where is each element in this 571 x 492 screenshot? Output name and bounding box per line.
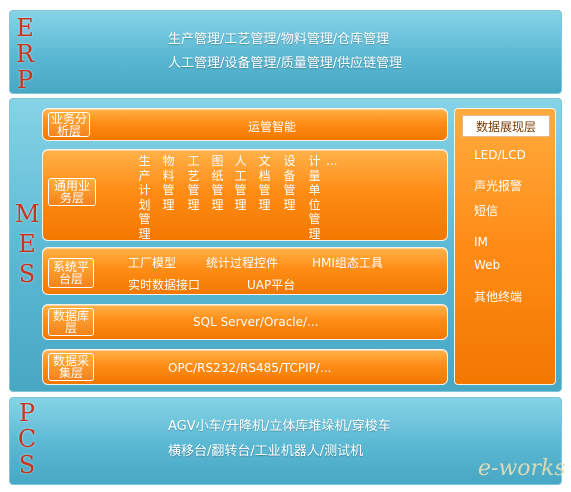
collect-text: OPC/RS232/RS485/TCPIP/... xyxy=(168,361,332,375)
layer-system-platform: 系统平台层 工厂模型 统计过程控件 HMI组态工具 实时数据接口 UAP平台 xyxy=(42,247,448,295)
common-col-2: 物料管理 xyxy=(162,154,175,212)
database-text: SQL Server/Oracle/... xyxy=(193,315,319,329)
display-item-led: LED/LCD xyxy=(474,148,526,162)
erp-line-1: 生产管理/工艺管理/物料管理/仓库管理 xyxy=(168,32,390,47)
layer-data-collection: 数据采集层 OPC/RS232/RS485/TCPIP/... xyxy=(42,349,448,385)
pcs-line-1: AGV小车/升降机/立体库堆垛机/穿梭车 xyxy=(168,419,391,434)
layer-data-collection-tag: 数据采集层 xyxy=(48,353,94,381)
layer-common-business-tag: 通用业务层 xyxy=(48,178,96,206)
mes-letter-1: M xyxy=(15,200,40,228)
pcs-band: P C S AGV小车/升降机/立体库堆垛机/穿梭车 横移台/翻转台/工业机器人… xyxy=(9,397,562,485)
layer-database: 数据库层 SQL Server/Oracle/... xyxy=(42,304,448,340)
platform-item-2: 统计过程控件 xyxy=(206,256,279,270)
layer-common-business: 通用业务层 生产计划管理 物料管理 工艺管理 图纸管理 人工管理 文档管理 设备… xyxy=(42,149,448,241)
layer-system-platform-tag: 系统平台层 xyxy=(48,258,94,288)
erp-letter-3: P xyxy=(16,66,34,94)
platform-item-4: 实时数据接口 xyxy=(128,278,201,292)
common-col-1: 生产计划管理 xyxy=(138,154,151,241)
erp-letter-1: E xyxy=(16,14,34,42)
common-col-4: 图纸管理 xyxy=(211,154,224,212)
mes-letter-2: E xyxy=(18,230,36,258)
mes-letter-3: S xyxy=(18,260,36,288)
mes-label: M E S xyxy=(15,199,40,289)
erp-letter-2: R xyxy=(15,40,35,68)
pcs-letter-2: C xyxy=(17,425,37,453)
display-item-sms: 短信 xyxy=(474,204,499,218)
pcs-letter-3: S xyxy=(18,451,36,479)
layer-business-analysis-text: 运管智能 xyxy=(248,120,297,134)
erp-band: E R P 生产管理/工艺管理/物料管理/仓库管理 人工管理/设备管理/质量管理… xyxy=(9,10,562,94)
layer-system-platform-tag-text: 系统平台层 xyxy=(52,260,89,286)
data-presentation-title: 数据展现层 xyxy=(462,115,550,137)
common-col-3: 工艺管理 xyxy=(187,154,200,212)
layer-business-analysis: 业务分析层 运管智能 xyxy=(42,108,448,141)
pcs-label: P C S xyxy=(15,400,39,478)
data-presentation-panel: 数据展现层 LED/LCD 声光报警 短信 IM Web 其他终端 xyxy=(454,108,556,385)
common-col-6: 文档管理 xyxy=(258,154,271,212)
common-col-8: 计量单位管理 xyxy=(308,154,321,241)
display-item-alarm: 声光报警 xyxy=(474,179,523,193)
layer-common-business-tag-text: 通用业务层 xyxy=(53,179,90,205)
eworks-watermark: e-works xyxy=(478,456,566,481)
layer-database-tag-text: 数据库层 xyxy=(52,309,89,335)
layer-database-tag: 数据库层 xyxy=(48,308,94,336)
platform-item-1: 工厂模型 xyxy=(128,256,177,270)
erp-label: E R P xyxy=(13,15,37,93)
common-col-5: 人工管理 xyxy=(234,154,247,212)
platform-item-3: HMI组态工具 xyxy=(312,256,383,270)
layer-data-collection-tag-text: 数据采集层 xyxy=(52,354,89,380)
common-ellipsis: ... xyxy=(326,154,338,168)
layer-business-analysis-tag-text: 业务分析层 xyxy=(51,111,88,138)
mes-band: M E S 业务分析层 运管智能 通用业务层 生产计划管理 物料管理 工艺管理 … xyxy=(9,98,562,392)
pcs-line-2: 横移台/翻转台/工业机器人/测试机 xyxy=(168,444,364,459)
common-col-7: 设备管理 xyxy=(283,154,296,212)
erp-line-2: 人工管理/设备管理/质量管理/供应链管理 xyxy=(168,56,403,71)
display-item-web: Web xyxy=(474,258,501,272)
platform-item-5: UAP平台 xyxy=(247,278,296,292)
pcs-letter-1: P xyxy=(18,399,36,427)
display-item-im: IM xyxy=(474,235,488,249)
display-item-other: 其他终端 xyxy=(474,290,523,304)
layer-business-analysis-tag: 业务分析层 xyxy=(48,112,90,137)
